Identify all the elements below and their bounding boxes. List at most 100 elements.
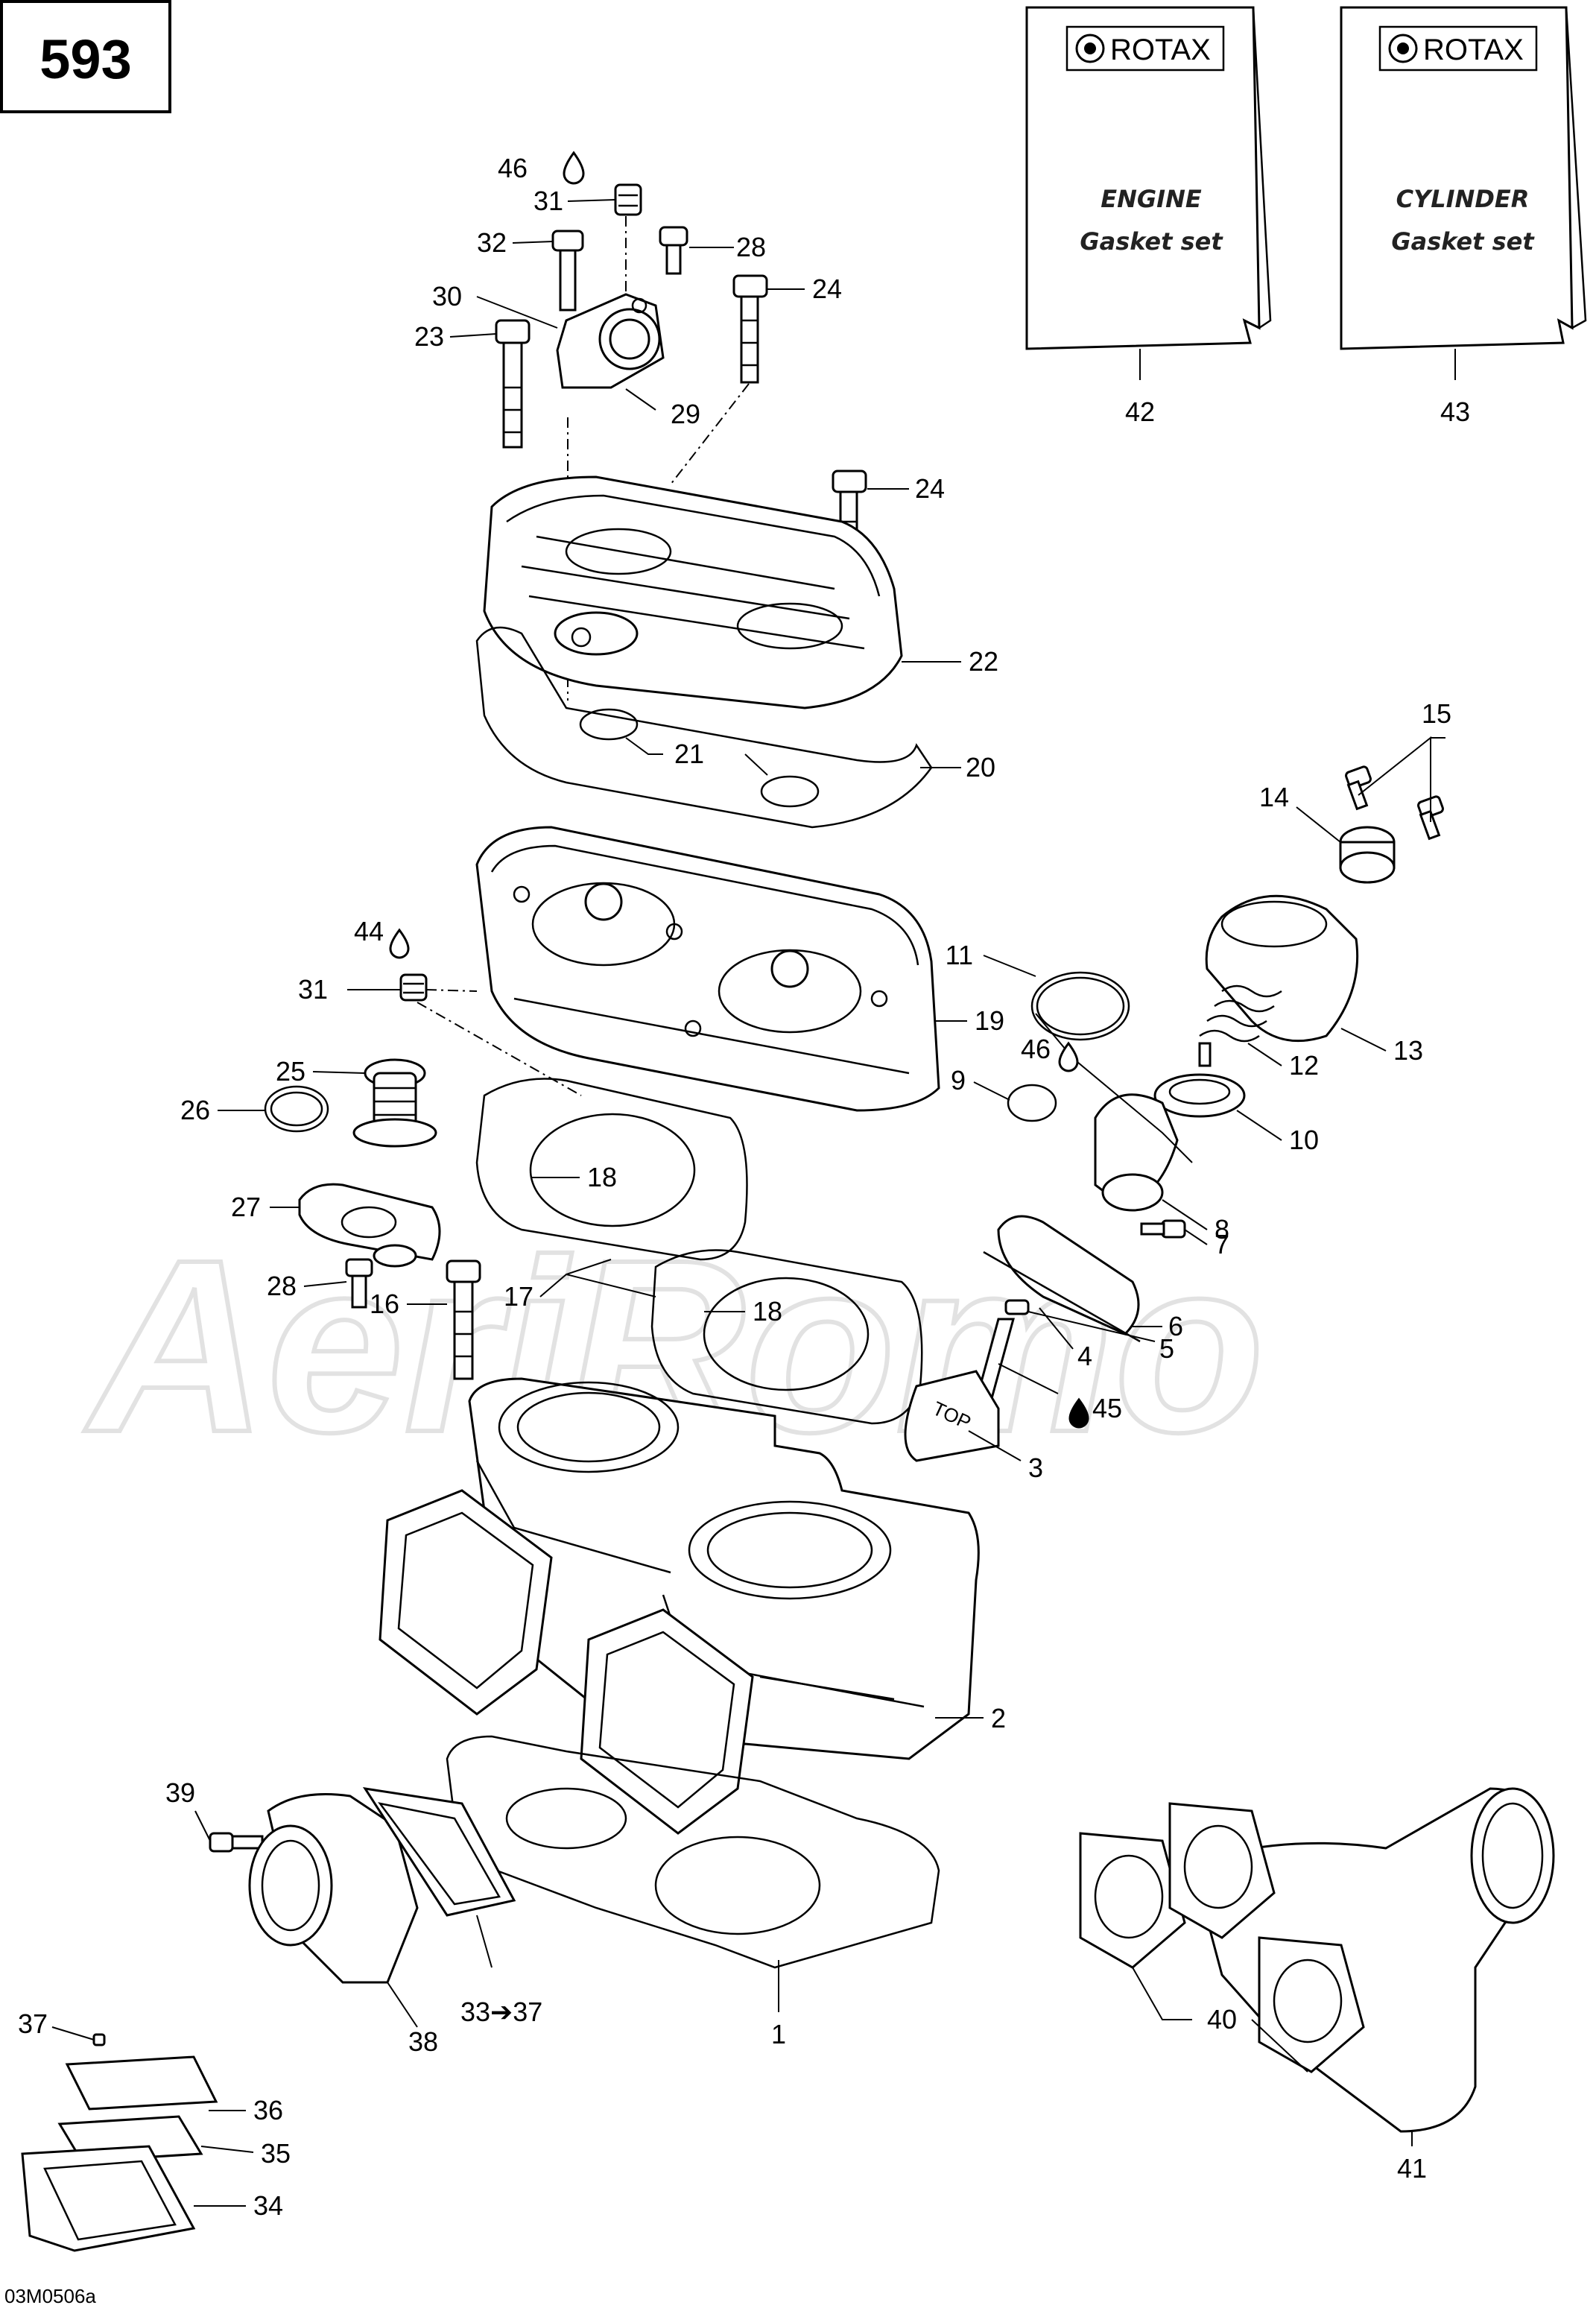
thermostat-seal-26[interactable] — [264, 1085, 329, 1133]
valve-4-5[interactable] — [975, 1299, 1030, 1403]
callout-7: 7 — [1215, 1229, 1229, 1259]
callout-11: 11 — [946, 940, 973, 970]
page-number: 593 — [39, 28, 131, 90]
callout-45: 45 — [1092, 1393, 1122, 1423]
kit-brand: ROTAX — [1423, 34, 1524, 66]
callout-18: 18 — [587, 1162, 617, 1192]
bolt-28-side[interactable] — [345, 1258, 373, 1309]
callout-4: 4 — [1077, 1341, 1092, 1371]
callout-29: 29 — [671, 399, 700, 429]
callout-6: 6 — [1168, 1311, 1183, 1341]
callout-32: 32 — [477, 227, 507, 258]
exhaust-gasket-40[interactable] — [1079, 1802, 1365, 2073]
base-gasket-1[interactable] — [446, 1735, 940, 1969]
cylinder-head-19[interactable] — [475, 826, 940, 1112]
callout-44: 44 — [354, 916, 384, 946]
valve-spring-12[interactable] — [1198, 984, 1282, 1067]
bolt-24-top[interactable] — [732, 274, 768, 384]
bolt-23[interactable] — [495, 319, 531, 449]
kit-title: ENGINE — [1101, 185, 1202, 213]
water-outlet-elbow-30[interactable] — [556, 293, 665, 389]
o-ring-11[interactable] — [1030, 971, 1130, 1041]
callout-1: 1 — [771, 2019, 786, 2049]
bolt-28-top[interactable] — [659, 226, 688, 275]
callout-10: 10 — [1289, 1125, 1319, 1155]
kit-subtitle: Gasket set — [1391, 227, 1535, 256]
valve-housing-6[interactable] — [983, 1215, 1141, 1343]
callout-9: 9 — [951, 1065, 966, 1096]
exhaust-valve-blade-3[interactable]: TOP — [904, 1370, 1000, 1462]
head-gasket-18-left[interactable] — [475, 1078, 748, 1261]
cylinder-head-cover-22[interactable] — [483, 475, 903, 709]
callout-2: 2 — [991, 1703, 1006, 1733]
callout-38: 38 — [408, 2026, 438, 2057]
intake-port-right[interactable] — [580, 1608, 754, 1835]
thermostat-25[interactable] — [352, 1058, 437, 1148]
callout-13: 13 — [1393, 1035, 1423, 1066]
oil-drop-icon — [1068, 1397, 1089, 1429]
callout-41: 41 — [1397, 2153, 1427, 2184]
valve-diaphragm-10[interactable] — [1153, 1073, 1246, 1118]
screw-plug-31-top[interactable] — [614, 183, 642, 216]
callout-43: 43 — [1440, 396, 1470, 427]
o-ring-21-right[interactable] — [760, 775, 820, 808]
callout-46: 46 — [498, 153, 528, 183]
callout-35: 35 — [261, 2138, 291, 2169]
reed-valve-33[interactable] — [362, 1787, 516, 1917]
callout-21: 21 — [674, 739, 704, 769]
exhaust-manifold-41[interactable] — [1191, 1787, 1555, 2133]
callout-18: 18 — [753, 1296, 782, 1327]
callout-27: 27 — [231, 1192, 261, 1222]
bolt-39[interactable] — [209, 1832, 264, 1853]
callout-24: 24 — [812, 274, 842, 304]
callout-22: 22 — [969, 646, 998, 677]
callout-5: 5 — [1159, 1333, 1174, 1364]
cylinder-gasket-set-booklet[interactable]: ROTAX CYLINDER Gasket set — [1340, 6, 1587, 380]
thermostat-cover-27[interactable] — [298, 1183, 441, 1268]
callout-42: 42 — [1125, 396, 1155, 427]
callout-12: 12 — [1289, 1050, 1319, 1081]
kit-title: CYLINDER — [1396, 185, 1530, 213]
callout-26: 26 — [180, 1095, 210, 1125]
valve-cap-14[interactable] — [1339, 826, 1396, 884]
bolt-7[interactable] — [1140, 1219, 1186, 1239]
valve-cover-13[interactable] — [1205, 894, 1359, 1043]
reed-stopper-36[interactable] — [65, 2055, 218, 2111]
bolt-16[interactable] — [446, 1259, 481, 1380]
bolt-32[interactable] — [551, 230, 584, 312]
callout-15: 15 — [1422, 698, 1451, 729]
engine-gasket-set-booklet[interactable]: ROTAX ENGINE Gasket set — [1025, 6, 1272, 380]
callout-28: 28 — [267, 1271, 297, 1301]
callout-30: 30 — [432, 281, 462, 312]
screw-37[interactable] — [92, 2033, 106, 2046]
callout-24: 24 — [915, 473, 945, 504]
callout-25: 25 — [276, 1056, 305, 1087]
bolt-15-upper[interactable] — [1345, 765, 1372, 811]
intake-port-left[interactable] — [379, 1489, 553, 1716]
callout-23: 23 — [414, 321, 444, 352]
callout-28: 28 — [736, 232, 766, 262]
callout-46: 46 — [1021, 1034, 1051, 1064]
o-ring-21-left[interactable] — [579, 708, 639, 741]
callout-8: 8 — [1215, 1214, 1229, 1245]
kit-brand: ROTAX — [1110, 34, 1211, 66]
o-ring-9[interactable] — [1007, 1084, 1057, 1122]
callout-31: 31 — [533, 186, 563, 216]
intake-adapter-38[interactable] — [248, 1793, 419, 1984]
callout-33-37: 33➔37 — [460, 1997, 542, 2027]
valve-piston-8[interactable] — [1094, 1093, 1179, 1212]
callout-3: 3 — [1028, 1452, 1043, 1483]
callout-17: 17 — [504, 1281, 533, 1312]
screw-plug-31-side[interactable] — [399, 973, 428, 1002]
cover-gasket-20[interactable] — [475, 626, 933, 829]
callout-19: 19 — [975, 1005, 1004, 1036]
reed-cage-34[interactable] — [21, 2145, 196, 2252]
leader-lines — [51, 199, 1445, 2207]
callout-37: 37 — [18, 2008, 48, 2039]
oil-drop-icon — [1058, 1041, 1079, 1072]
oil-drop-icon — [389, 928, 410, 959]
callout-16: 16 — [370, 1289, 399, 1319]
callout-40: 40 — [1207, 2004, 1237, 2035]
kit-subtitle: Gasket set — [1080, 227, 1223, 256]
